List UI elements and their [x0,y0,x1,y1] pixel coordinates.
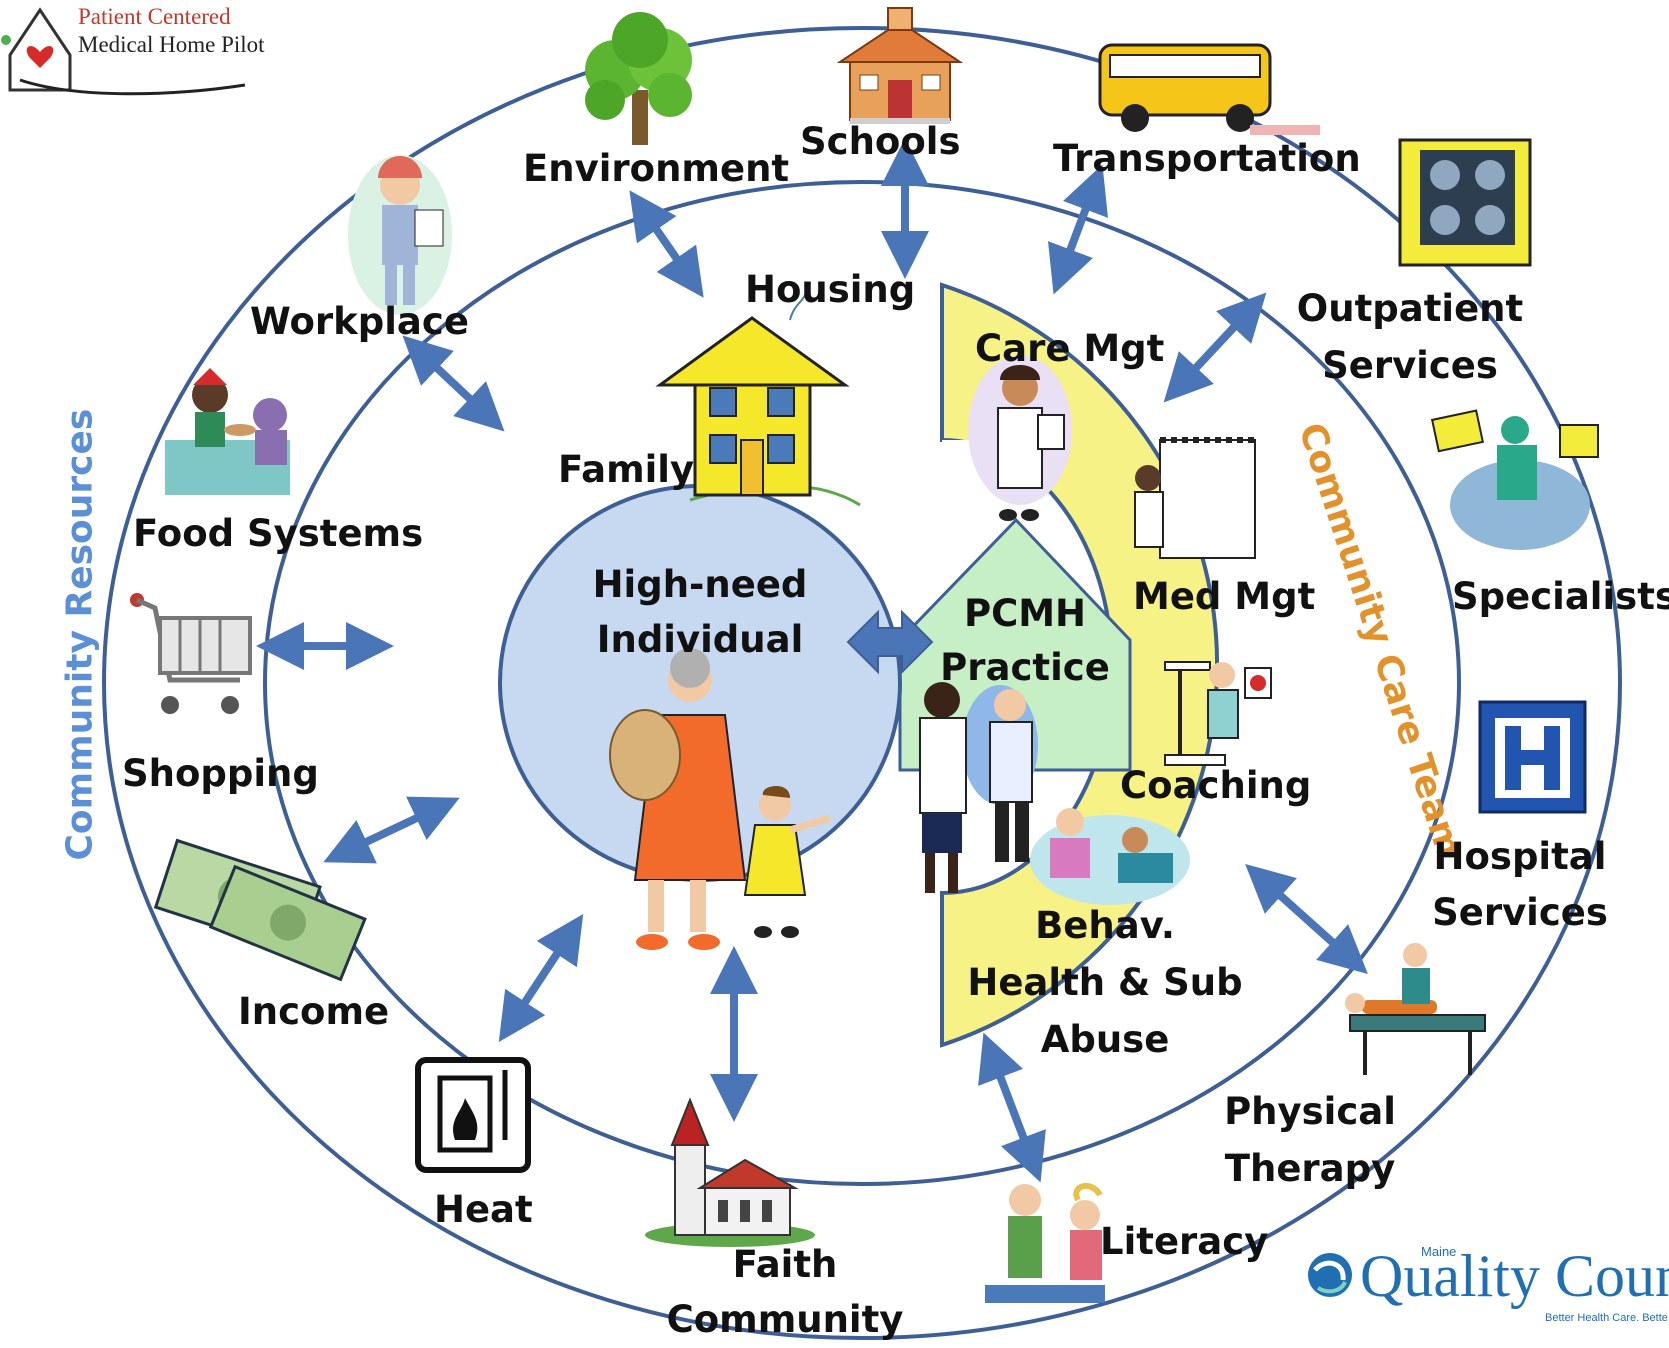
hospital-label-line1: Hospital [1433,835,1607,878]
hospital-label-line2: Services [1432,891,1608,934]
mqc-tagline: Better Health Care. Bette [1545,1312,1668,1324]
behav-label-line1: Behav. [1035,904,1175,947]
surgeon-icon [1430,409,1599,550]
nurse-icon [968,355,1072,521]
center-pcmh-arrow [846,609,934,675]
tree-icon [585,12,692,145]
schoolhouse-icon [836,7,964,124]
money-icon [153,838,367,982]
notepad-icon [1134,437,1256,559]
logo-line-2: Medical Home Pilot [78,32,265,57]
specialists-label: Specialists [1452,575,1669,618]
mqc-name: Quality Coun [1360,1243,1669,1309]
heat-furnace-icon [415,1057,531,1173]
counseling-icon [1030,808,1190,905]
church-icon [645,1097,815,1247]
connector-arrows [256,138,1368,1183]
med-mgt-label: Med Mgt [1133,575,1316,618]
behav-label-line2: Health & Sub [967,961,1243,1004]
logo-line-1: Patient Centered [78,4,231,29]
physical-label-line2: Therapy [1224,1147,1396,1190]
doctors-icon [919,682,1038,893]
shopping-cart-icon [130,593,252,714]
readers-icon [985,1183,1105,1303]
scale-icon [1164,661,1272,766]
school-bus-icon [1098,43,1320,135]
worker-icon [348,155,452,315]
maine-quality-logo: Maine Quality Coun Better Health Care. B… [1300,1240,1669,1340]
income-label: Income [238,990,390,1033]
family-label: Family [558,448,695,491]
physical-therapy-icon [1345,943,1486,1075]
center-label-line2: Individual [596,618,804,661]
environment-label: Environment [523,147,790,190]
food-stand-icon [165,368,290,495]
mqc-small-label: Maine [1421,1244,1457,1259]
food-systems-label: Food Systems [133,512,424,555]
pcmh-pilot-logo: Patient Centered Medical Home Pilot [0,0,265,95]
housing-label: Housing [745,268,916,311]
woman-child-icon [609,648,832,950]
literacy-label: Literacy [1100,1220,1269,1263]
outer-ring [102,26,1622,1340]
heat-label: Heat [434,1188,533,1231]
inner-ring [263,180,1461,1186]
community-resources-title: Community Resources [59,408,101,861]
workplace-label: Workplace [250,300,469,343]
heart-house-logo-icon [1,7,246,96]
faith-label-line1: Faith [732,1243,838,1286]
pcmh-label-line1: PCMH [963,592,1087,635]
faith-label-line2: Community [666,1298,904,1341]
transportation-label: Transportation [1053,137,1361,180]
hospital-sign-icon [1478,700,1587,814]
center-label-line1: High-need [592,563,808,606]
care-mgt-notch [942,440,972,470]
quality-logo-icon [1308,1253,1352,1297]
coaching-label: Coaching [1120,764,1312,807]
pcmh-label-line2: Practice [940,646,1110,689]
xray-icon [1398,138,1532,267]
behav-label-line3: Abuse [1040,1018,1170,1061]
schools-label: Schools [800,120,961,163]
outpatient-label-line1: Outpatient [1296,287,1524,330]
shopping-label: Shopping [122,752,319,795]
physical-label-line1: Physical [1224,1090,1396,1133]
care-mgt-label: Care Mgt [975,327,1165,370]
outpatient-label-line2: Services [1322,344,1498,387]
house-icon [655,284,861,507]
